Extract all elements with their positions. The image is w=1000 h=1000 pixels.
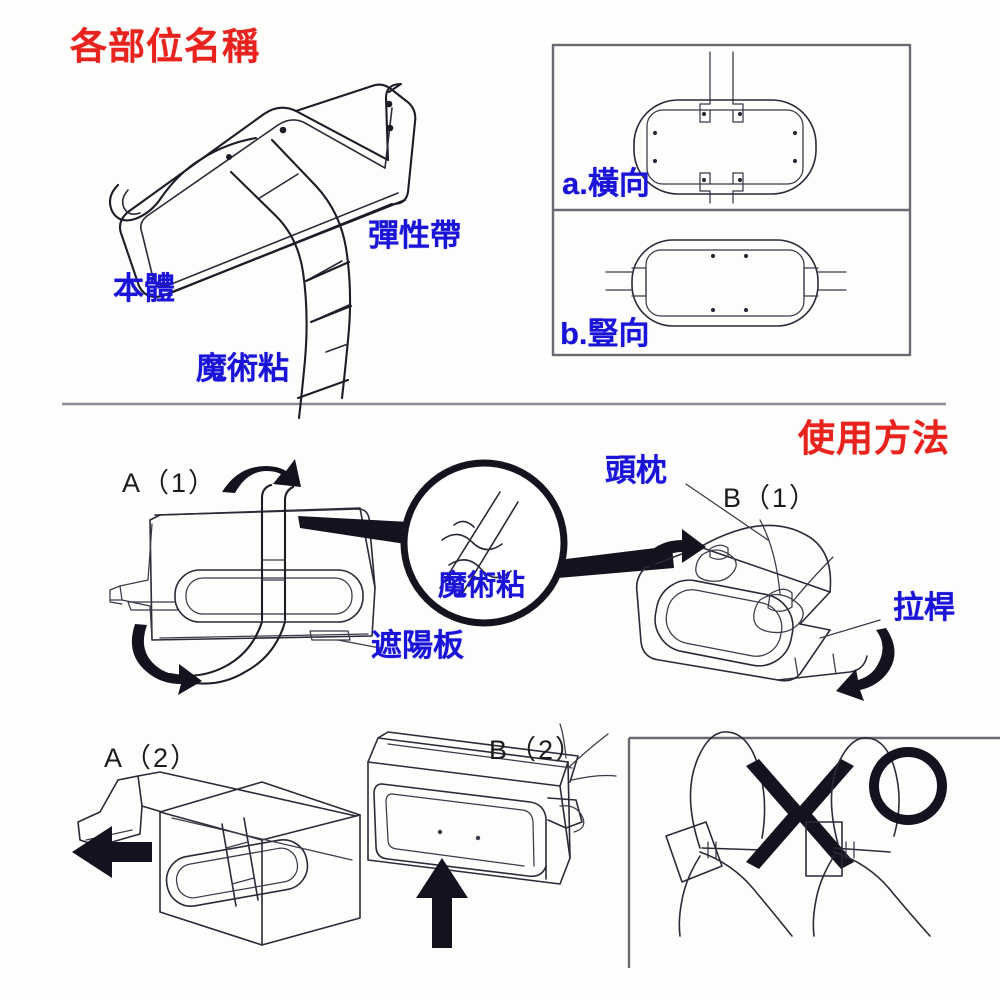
verdict-box-frame <box>627 736 1000 968</box>
step-a2-drawing <box>72 771 361 946</box>
step-label-a2: A（2） <box>104 743 200 773</box>
step-label-a1: A（1） <box>122 468 218 498</box>
wrong-example-drawing <box>665 731 854 937</box>
product-part-drawing <box>108 82 417 420</box>
step-a1-drawing <box>109 459 381 695</box>
page-title-usage: 使用方法 <box>798 418 950 459</box>
label-pull-rod: 拉桿 <box>893 590 955 625</box>
step-b2-drawing <box>367 723 617 948</box>
step-label-b2: B（2） <box>489 735 585 765</box>
step-b1-drawing <box>635 483 895 701</box>
page-title-parts: 各部位名稱 <box>70 26 260 67</box>
label-elastic-band: 彈性帶 <box>368 218 461 253</box>
step-label-b1: B（1） <box>723 483 819 513</box>
label-velcro-parts: 魔術粘 <box>196 351 289 386</box>
label-headrest: 頭枕 <box>605 453 667 488</box>
label-orientation-a: a.橫向 <box>562 166 650 201</box>
label-velcro-usage: 魔術粘 <box>438 570 526 602</box>
orientation-diagram-frame <box>551 43 912 357</box>
correct-example-drawing <box>805 737 947 937</box>
label-sun-visor: 遮陽板 <box>371 628 464 663</box>
label-body: 本體 <box>113 271 175 306</box>
label-orientation-b: b.豎向 <box>560 316 650 351</box>
orientation-a-drawing <box>633 51 817 204</box>
orientation-b-drawing <box>605 239 847 327</box>
magnifier-icon <box>298 459 674 627</box>
